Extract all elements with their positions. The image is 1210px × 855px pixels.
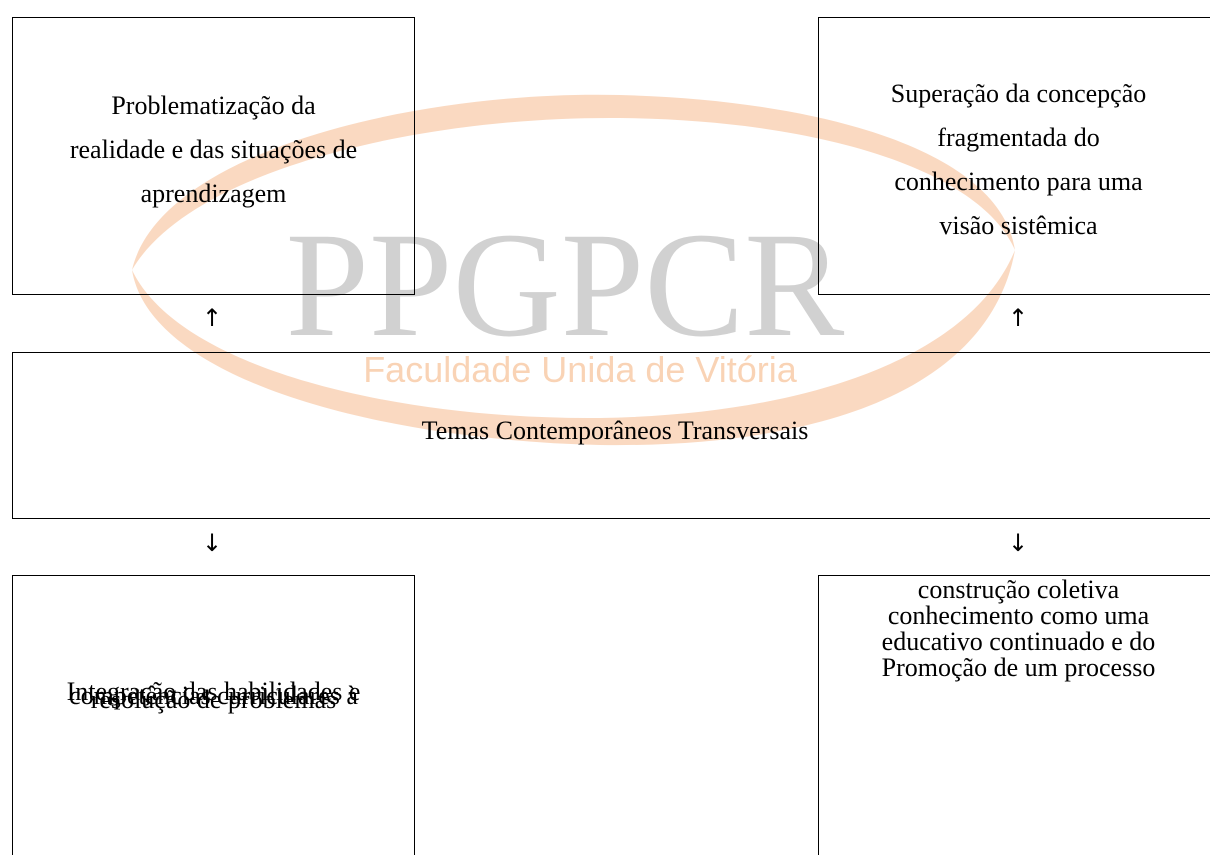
box-promocao-line-3: conhecimento como uma	[887, 600, 1150, 630]
box-promocao-line-2: educativo continuado e do	[881, 626, 1156, 656]
box-integracao-line-3: resolução de problemas	[90, 684, 337, 714]
box-integracao: Integração das habilidades e competência…	[12, 575, 415, 855]
box-promocao-line-1: Promoção de um processo	[881, 652, 1156, 682]
arrow-down-left-icon: ↓	[201, 529, 223, 557]
box-superacao-line-3: conhecimento para uma	[894, 167, 1143, 196]
box-superacao: Superação da concepção fragmentada do co…	[818, 17, 1210, 295]
box-problematizacao-line-1: Problematização da	[111, 91, 316, 120]
arrow-up-left-icon: ↑	[201, 304, 223, 332]
box-problematizacao: Problematização da realidade e das situa…	[12, 17, 415, 295]
arrow-up-right-icon: ↑	[1007, 304, 1029, 332]
box-integracao-line-1: Integração das habilidades e	[66, 676, 361, 706]
box-superacao-line-2: fragmentada do	[937, 123, 1100, 152]
box-promocao: Promoção de um processo educativo contin…	[818, 575, 1210, 855]
box-superacao-line-4: visão sistêmica	[939, 211, 1098, 240]
box-superacao-line-1: Superação da concepção	[890, 79, 1147, 108]
box-problematizacao-line-3: aprendizagem	[140, 179, 287, 208]
arrow-down-right-icon: ↓	[1007, 529, 1029, 557]
box-temas-centrais: Temas Contemporâneos Transversais	[12, 352, 1210, 519]
box-temas-centrais-label: Temas Contemporâneos Transversais	[421, 415, 809, 445]
box-integracao-line-2: competências curriculares à	[69, 680, 358, 710]
box-problematizacao-line-2: realidade e das situações de	[69, 135, 358, 164]
box-promocao-line-4: construção coletiva	[917, 574, 1120, 604]
